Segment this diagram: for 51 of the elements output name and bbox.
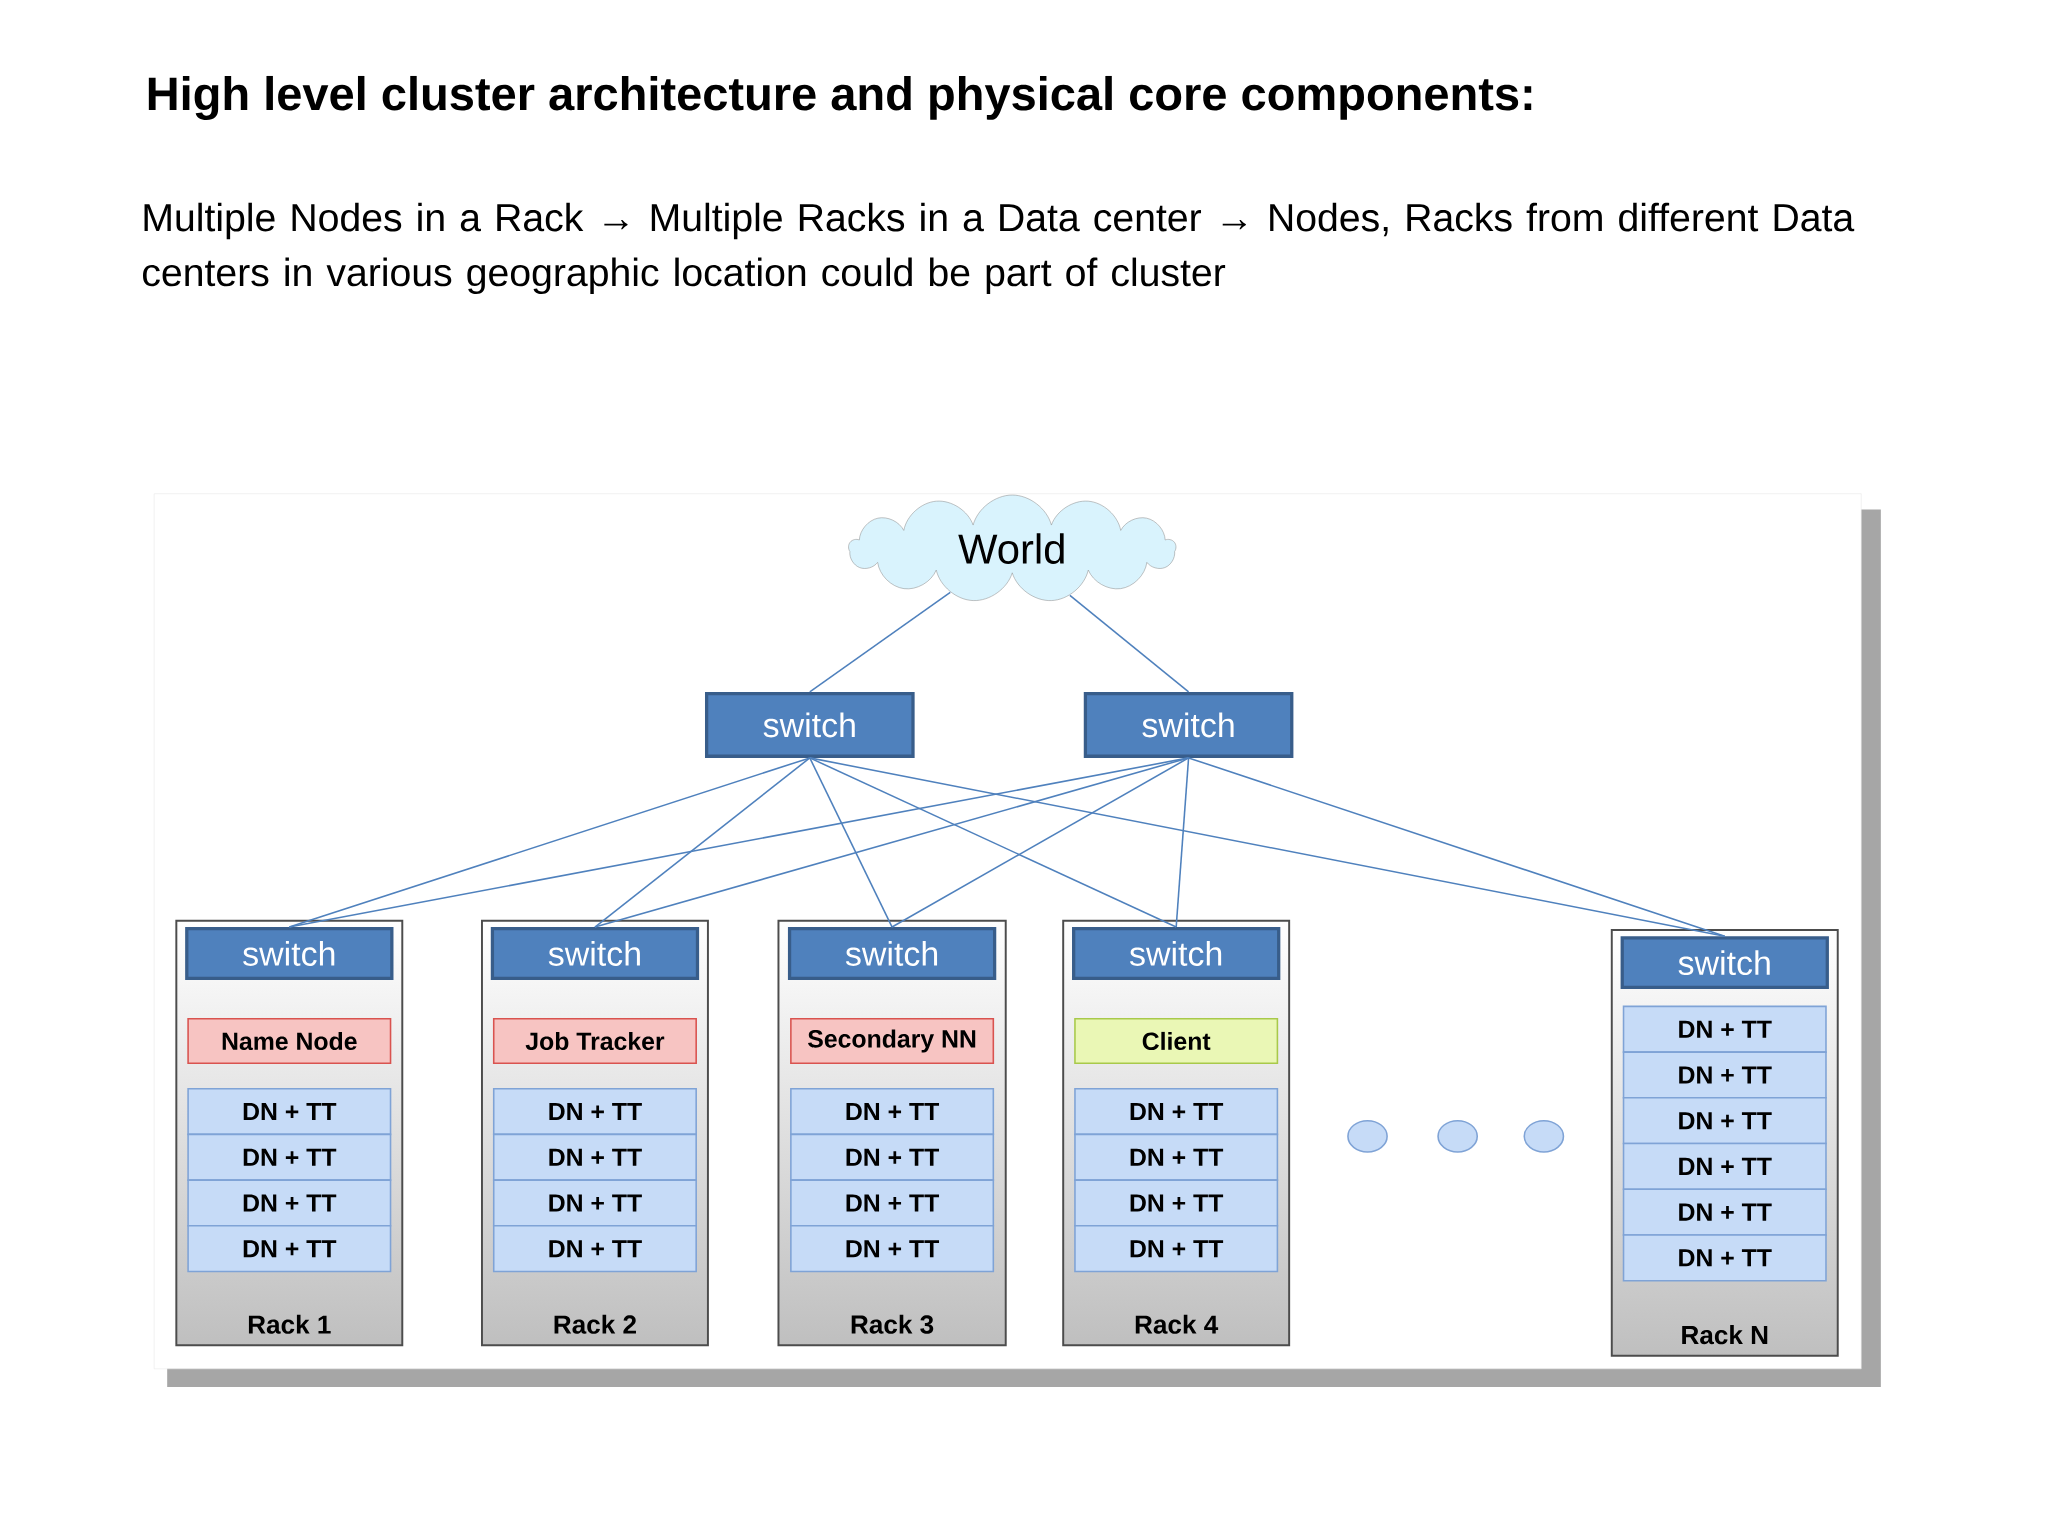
data-node-box: DN + TT <box>187 1087 392 1136</box>
data-node-box: DN + TT <box>790 1225 995 1273</box>
switch-box: switch <box>787 927 997 980</box>
connector-line <box>1175 757 1190 928</box>
data-node-box: DN + TT <box>790 1087 995 1136</box>
data-node-box: DN + TT <box>492 1087 697 1136</box>
data-node-box: DN + TT <box>1074 1133 1279 1181</box>
connector-line <box>891 757 1190 928</box>
role-box: Client <box>1074 1018 1279 1064</box>
data-node-box: DN + TT <box>790 1179 995 1227</box>
connector-line <box>809 757 893 928</box>
data-node-box: DN + TT <box>492 1179 697 1227</box>
connector-line <box>809 757 1726 937</box>
ellipsis-dot <box>1437 1119 1479 1153</box>
data-node-box: DN + TT <box>187 1133 392 1181</box>
connector-line <box>594 757 811 928</box>
data-node-box: DN + TT <box>1622 1188 1827 1236</box>
ellipsis-dot <box>1347 1119 1388 1153</box>
switch-box: switch <box>185 927 394 980</box>
data-node-box: DN + TT <box>492 1225 697 1273</box>
role-box: Secondary NN <box>790 1018 995 1064</box>
switch-box: switch <box>1072 927 1281 980</box>
data-node-box: DN + TT <box>1074 1087 1279 1136</box>
data-node-box: DN + TT <box>1074 1179 1279 1227</box>
data-node-box: DN + TT <box>1622 1097 1827 1145</box>
data-node-box: DN + TT <box>1622 1051 1827 1099</box>
data-node-box: DN + TT <box>1622 1142 1827 1191</box>
connector-line <box>1069 594 1190 693</box>
data-node-box: DN + TT <box>790 1133 995 1181</box>
data-node-box: DN + TT <box>1622 1234 1827 1282</box>
switch-box: switch <box>1620 936 1829 990</box>
switch-box: switch <box>490 927 700 980</box>
ellipsis-dot <box>1523 1119 1565 1153</box>
connector-line <box>809 591 952 693</box>
cloud: World <box>848 494 1177 601</box>
data-node-box: DN + TT <box>1074 1225 1279 1273</box>
connector-line <box>288 757 811 928</box>
switch-box: switch <box>1083 691 1294 758</box>
title: High level cluster architecture and physical core components: <box>148 75 1532 120</box>
data-node-box: DN + TT <box>1622 1005 1827 1053</box>
role-box: Job Tracker <box>492 1018 697 1064</box>
connector-line <box>809 757 1177 928</box>
switch-box: switch <box>705 691 915 758</box>
data-node-box: DN + TT <box>187 1179 392 1227</box>
data-node-box: DN + TT <box>492 1133 697 1181</box>
connector-line <box>288 757 1190 928</box>
connector-line <box>594 757 1190 928</box>
description: Multiple Nodes in a Rack → Multiple Racks in a Data center → Nodes, Racks from different Data centers in various geographic location could be part of cluster <box>143 202 1855 295</box>
role-box: Name Node <box>187 1018 392 1064</box>
data-node-box: DN + TT <box>187 1225 392 1273</box>
connector-line <box>1187 757 1726 937</box>
